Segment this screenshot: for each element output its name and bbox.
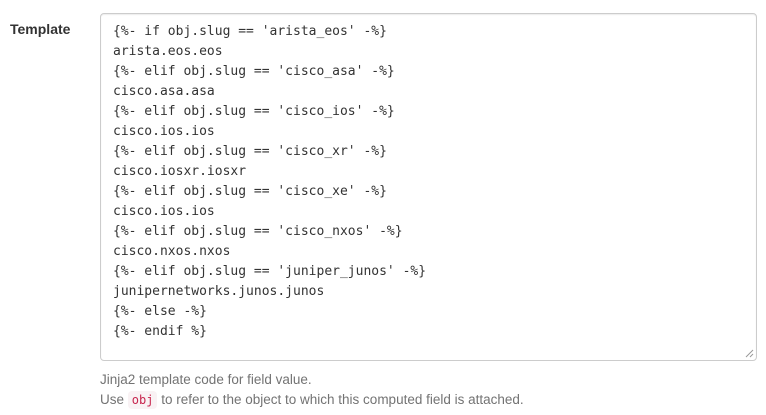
code-line: {%- elif obj.slug == 'cisco_nxos' -%} [113, 224, 403, 239]
template-code[interactable]: {%- if obj.slug == 'arista_eos' -%} arist… [113, 22, 744, 342]
code-line: {%- else -%} [113, 304, 207, 319]
code-line: cisco.iosxr.iosxr [113, 164, 247, 179]
code-line: junipernetworks.junos.junos [113, 284, 325, 299]
template-textarea[interactable]: {%- if obj.slug == 'arista_eos' -%} arist… [100, 13, 757, 361]
code-line: cisco.ios.ios [113, 204, 215, 219]
code-line: {%- elif obj.slug == 'cisco_ios' -%} [113, 104, 395, 119]
code-line: {%- elif obj.slug == 'juniper_junos' -%} [113, 264, 427, 279]
resize-handle-icon[interactable] [745, 349, 754, 358]
code-line: cisco.asa.asa [113, 84, 215, 99]
help-text: Jinja2 template code for field value. Us… [100, 370, 524, 410]
field-label: Template [10, 21, 71, 37]
help-line-1: Jinja2 template code for field value. [100, 372, 312, 387]
code-line: {%- elif obj.slug == 'cisco_asa' -%} [113, 64, 395, 79]
code-line: {%- elif obj.slug == 'cisco_xe' -%} [113, 184, 387, 199]
code-line: cisco.nxos.nxos [113, 244, 231, 259]
help-suffix: to refer to the object to which this com… [157, 392, 524, 407]
code-line: {%- elif obj.slug == 'cisco_xr' -%} [113, 144, 387, 159]
code-line: {%- if obj.slug == 'arista_eos' -%} [113, 24, 387, 39]
inline-code-obj: obj [127, 391, 158, 409]
code-line: {%- endif %} [113, 324, 207, 339]
help-prefix: Use [100, 392, 128, 407]
code-line: cisco.ios.ios [113, 124, 215, 139]
help-line-2: Use obj to refer to the object to which … [100, 390, 524, 410]
code-line: arista.eos.eos [113, 44, 223, 59]
